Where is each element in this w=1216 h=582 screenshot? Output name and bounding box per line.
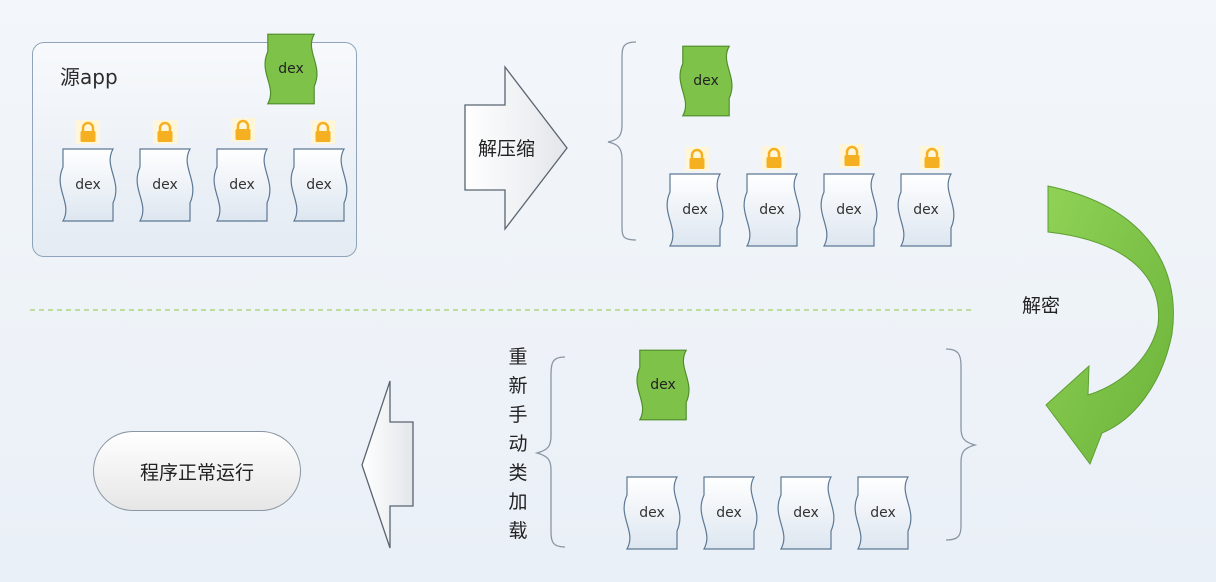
encrypted-dex-label: dex bbox=[75, 177, 101, 193]
lock-icon bbox=[231, 118, 255, 142]
encrypted-dex-label: dex bbox=[229, 177, 255, 193]
reload-label: 重新手动类加载 bbox=[508, 346, 528, 542]
left-brace bbox=[534, 356, 566, 548]
encrypted-dex-file: dex bbox=[664, 172, 726, 248]
unzip-label: 解压缩 bbox=[478, 138, 536, 160]
dex-file: dex bbox=[775, 475, 837, 551]
right-brace bbox=[945, 348, 978, 541]
lock-icon bbox=[840, 144, 864, 168]
lock-icon bbox=[311, 120, 335, 144]
encrypted-dex-label: dex bbox=[836, 202, 862, 218]
lock-icon bbox=[153, 120, 177, 144]
dex-file: dex bbox=[852, 475, 914, 551]
encrypted-dex-file: dex bbox=[818, 172, 880, 248]
dex-label: dex bbox=[870, 505, 896, 521]
encrypted-dex-file: dex bbox=[211, 147, 273, 223]
encrypted-dex-label: dex bbox=[152, 177, 178, 193]
dex-label: dex bbox=[716, 505, 742, 521]
encrypted-dex-label: dex bbox=[913, 202, 939, 218]
main-dex-file: dex bbox=[677, 44, 735, 118]
lock-icon bbox=[685, 147, 709, 171]
dex-label: dex bbox=[639, 505, 665, 521]
encrypted-dex-file: dex bbox=[134, 147, 196, 223]
decrypt-label: 解密 bbox=[1022, 295, 1061, 317]
result-node: 程序正常运行 bbox=[93, 431, 301, 511]
source-app-title: 源app bbox=[60, 65, 118, 89]
main-dex-label: dex bbox=[278, 61, 304, 77]
left-brace bbox=[607, 41, 637, 241]
lock-icon bbox=[920, 146, 944, 170]
decrypt-arrow bbox=[1045, 185, 1174, 466]
main-dex-label: dex bbox=[693, 73, 719, 89]
lock-icon bbox=[762, 146, 786, 170]
dex-file: dex bbox=[621, 475, 683, 551]
encrypted-dex-file: dex bbox=[741, 172, 803, 248]
encrypted-dex-label: dex bbox=[759, 202, 785, 218]
result-arrow bbox=[361, 380, 414, 549]
result-label: 程序正常运行 bbox=[139, 461, 254, 484]
main-dex-label: dex bbox=[650, 377, 676, 393]
encrypted-dex-file: dex bbox=[288, 147, 350, 223]
dex-file: dex bbox=[698, 475, 760, 551]
encrypted-dex-label: dex bbox=[682, 202, 708, 218]
main-dex-file: dex bbox=[634, 348, 692, 422]
encrypted-dex-file: dex bbox=[57, 147, 119, 223]
dex-label: dex bbox=[793, 505, 819, 521]
main-dex-file: dex bbox=[262, 32, 320, 106]
unzip-arrow bbox=[464, 65, 568, 231]
lock-icon bbox=[76, 120, 100, 144]
encrypted-dex-file: dex bbox=[895, 172, 957, 248]
encrypted-dex-label: dex bbox=[306, 177, 332, 193]
